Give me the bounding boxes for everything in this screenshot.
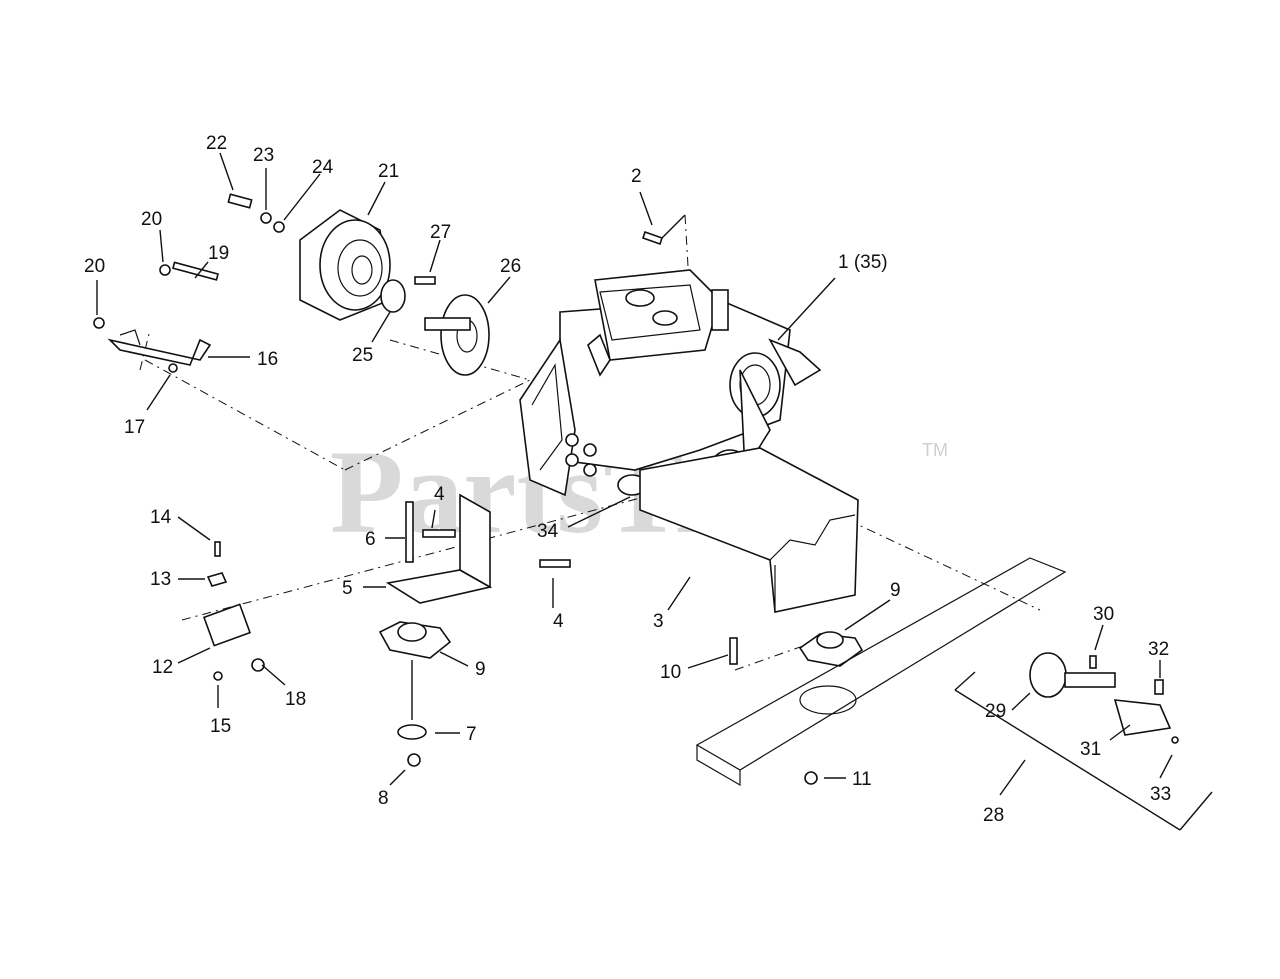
engine-assembly <box>519 269 822 511</box>
callout-19: 19 <box>208 243 229 264</box>
mount-bracket <box>385 493 571 604</box>
callout-9-right: 9 <box>890 580 901 601</box>
callout-5: 5 <box>342 578 353 599</box>
callout-31: 31 <box>1080 739 1101 760</box>
callout-18: 18 <box>285 689 306 710</box>
callout-1-35: 1 (35) <box>838 252 888 273</box>
callout-6: 6 <box>365 529 376 550</box>
callout-labels: 1 (35) 2 3 4 4 5 6 7 8 9 9 10 11 12 13 1… <box>84 133 1171 826</box>
callout-26: 26 <box>500 256 521 277</box>
callout-15: 15 <box>210 716 231 737</box>
callout-9-left: 9 <box>475 659 486 680</box>
trademark-mark: TM <box>922 440 948 460</box>
callout-22: 22 <box>206 133 227 154</box>
callout-3: 3 <box>653 611 664 632</box>
callout-14: 14 <box>150 507 172 528</box>
mount-washer-nut <box>397 660 427 767</box>
callout-17: 17 <box>124 417 145 438</box>
callout-21: 21 <box>378 161 399 182</box>
hub-assembly <box>380 276 490 376</box>
callout-27: 27 <box>430 222 451 243</box>
callout-29: 29 <box>985 701 1006 722</box>
callout-12: 12 <box>152 657 173 678</box>
engine-base-pan <box>639 447 859 613</box>
callout-7: 7 <box>466 724 477 745</box>
rubber-mount-right <box>798 631 864 667</box>
callout-11: 11 <box>852 769 872 790</box>
small-bracket-parts <box>202 541 265 681</box>
frame-rail <box>695 557 1067 787</box>
leader-lines <box>96 152 1173 796</box>
callout-33: 33 <box>1150 784 1171 805</box>
callout-20-upper: 20 <box>141 209 162 230</box>
callout-34: 34 <box>537 521 559 542</box>
callout-4-upper: 4 <box>434 484 445 505</box>
callout-10: 10 <box>660 662 681 683</box>
callout-23: 23 <box>253 145 274 166</box>
callout-2: 2 <box>631 166 642 187</box>
clutch-pulley <box>299 209 391 321</box>
callout-32: 32 <box>1148 639 1169 660</box>
callout-20-lower: 20 <box>84 256 105 277</box>
callout-24: 24 <box>312 157 334 178</box>
callout-30: 30 <box>1093 604 1114 625</box>
temp-sender <box>641 214 686 246</box>
callout-4-lower: 4 <box>553 611 564 632</box>
bracket-assembly <box>93 261 219 373</box>
callout-13: 13 <box>150 569 171 590</box>
callout-8: 8 <box>378 788 389 809</box>
callout-25: 25 <box>352 345 373 366</box>
rubber-mount-left <box>378 621 452 659</box>
callout-28: 28 <box>983 805 1004 826</box>
callout-16: 16 <box>257 349 278 370</box>
pulley-hardware <box>227 193 285 233</box>
